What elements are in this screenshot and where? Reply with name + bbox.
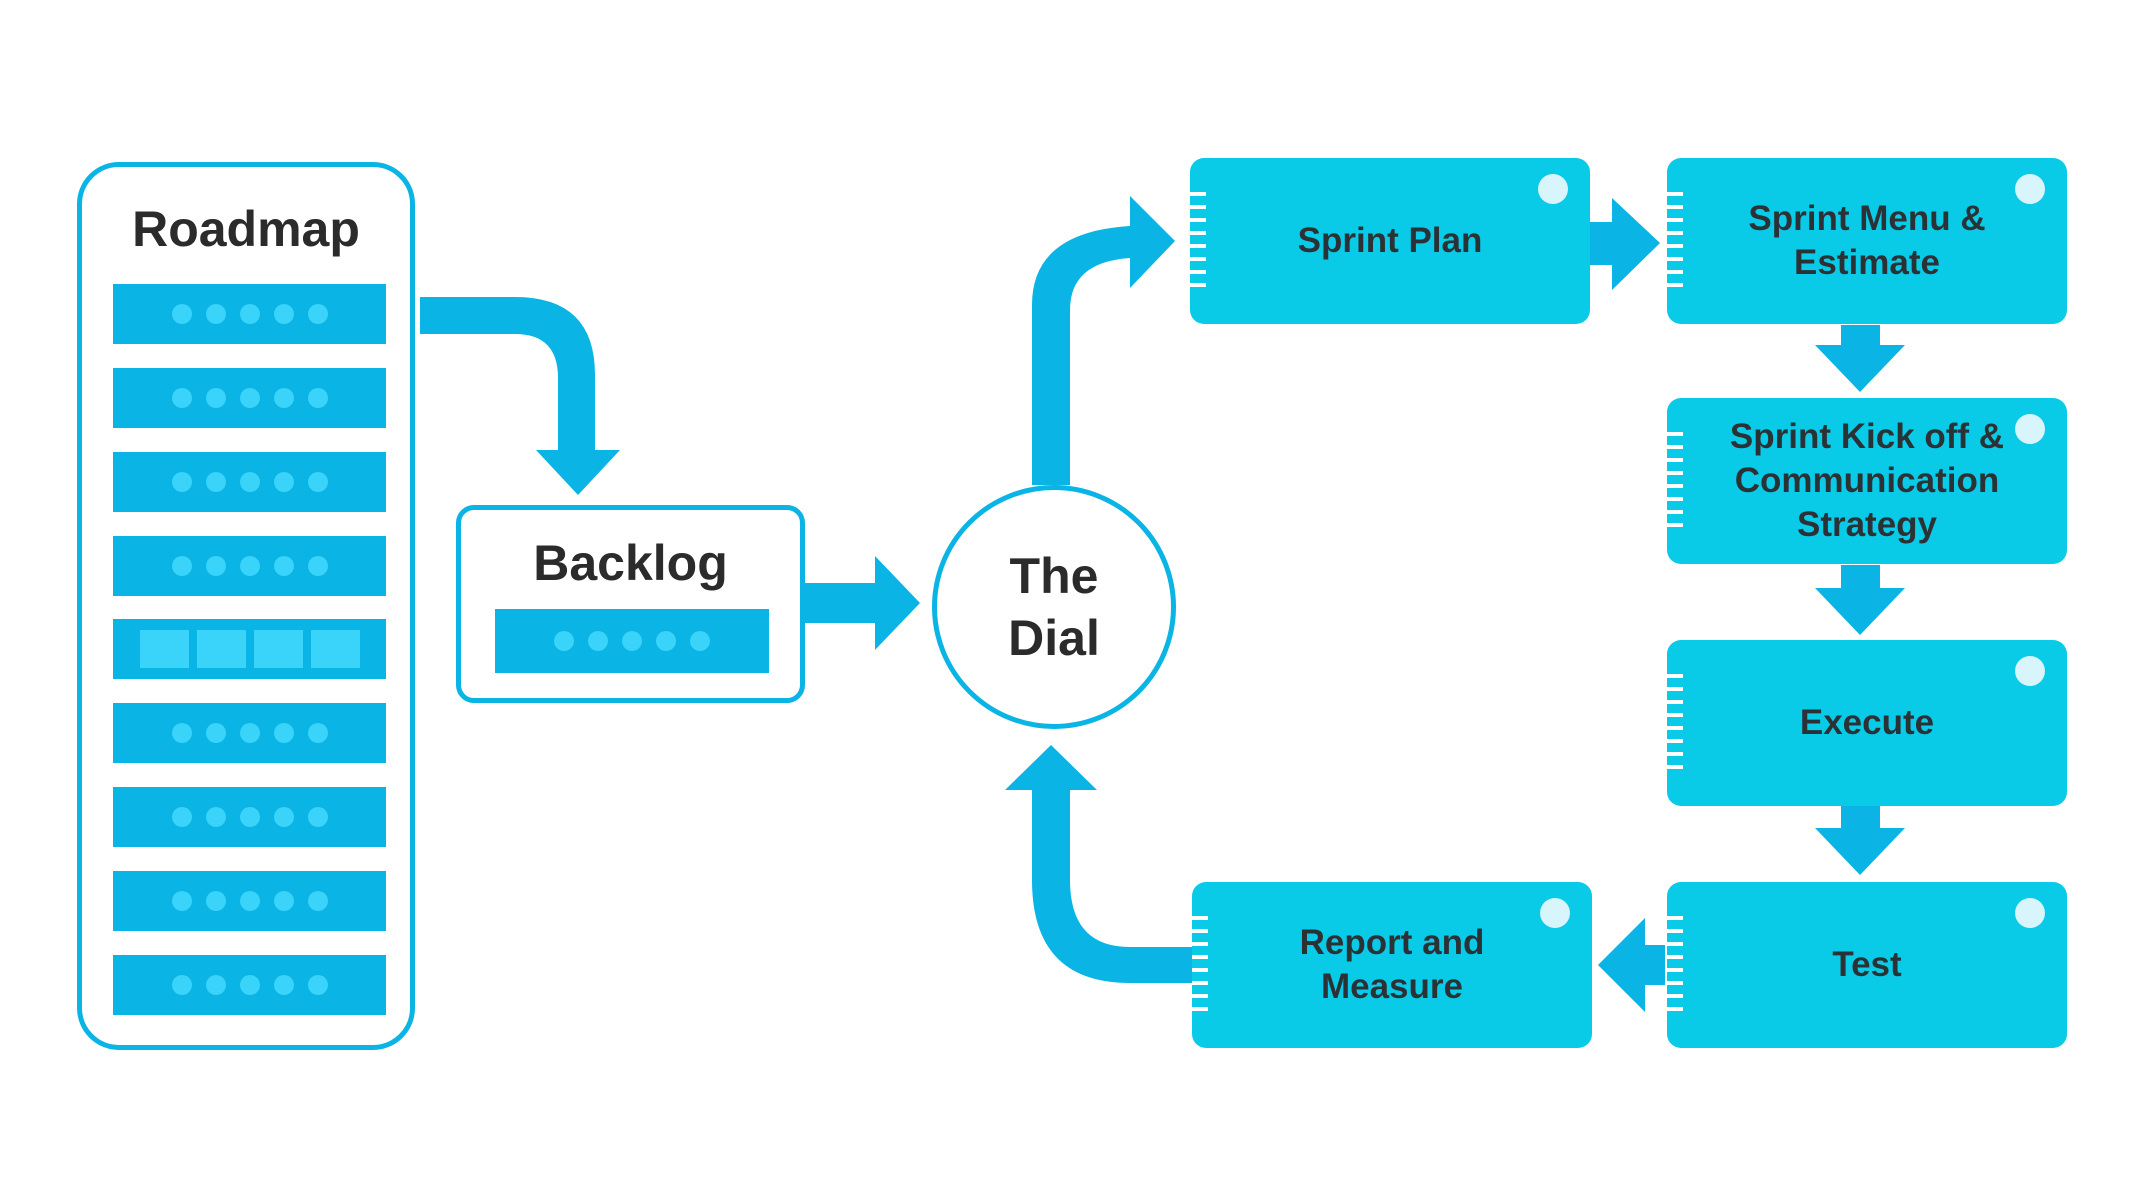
kickoff-box: Sprint Kick off & Communication Strategy bbox=[1667, 398, 2067, 564]
roadmap-item bbox=[113, 787, 386, 847]
report-label-line2: Measure bbox=[1320, 967, 1463, 1006]
backlog-item bbox=[495, 609, 769, 673]
test-label: Test bbox=[1832, 945, 1902, 984]
dial-label-line1: The bbox=[1009, 548, 1099, 604]
test-to-report-arrow bbox=[1598, 918, 1665, 1012]
plan-to-menu-arrow bbox=[1590, 198, 1660, 290]
roadmap-title: Roadmap bbox=[132, 201, 360, 257]
roadmap-item-selected bbox=[113, 619, 386, 679]
kickoff-to-execute-arrow bbox=[1815, 565, 1905, 635]
execute-label: Execute bbox=[1799, 703, 1935, 742]
box-indicator bbox=[2015, 174, 2045, 204]
execute-box: Execute bbox=[1667, 640, 2067, 806]
menu-to-kickoff-arrow bbox=[1815, 325, 1905, 392]
execute-to-test-arrow bbox=[1815, 806, 1905, 875]
dial-label-line2: Dial bbox=[1008, 610, 1100, 666]
box-indicator bbox=[1538, 174, 1568, 204]
box-indicator bbox=[2015, 414, 2045, 444]
sprint-menu-label-line1: Sprint Menu & bbox=[1748, 199, 1986, 238]
report-box: Report and Measure bbox=[1192, 882, 1592, 1048]
sprint-plan-box: Sprint Plan bbox=[1190, 158, 1590, 324]
roadmap-item bbox=[113, 368, 386, 428]
test-box: Test bbox=[1667, 882, 2067, 1048]
backlog-title: Backlog bbox=[533, 535, 728, 591]
kickoff-label-line1: Sprint Kick off & bbox=[1729, 417, 2005, 456]
report-to-dial-arrow bbox=[1005, 745, 1195, 983]
roadmap-item bbox=[113, 536, 386, 596]
box-indicator bbox=[2015, 656, 2045, 686]
box-indicator bbox=[1540, 898, 1570, 928]
roadmap-item bbox=[113, 955, 386, 1015]
roadmap-item bbox=[113, 703, 386, 763]
box-indicator bbox=[2015, 898, 2045, 928]
sprint-plan-label: Sprint Plan bbox=[1297, 221, 1483, 260]
backlog-to-dial-arrow bbox=[800, 556, 920, 650]
report-label-line1: Report and bbox=[1299, 923, 1485, 962]
roadmap-item bbox=[113, 284, 386, 344]
sprint-menu-label-line2: Estimate bbox=[1794, 243, 1940, 282]
roadmap-item bbox=[113, 871, 386, 931]
roadmap-item bbox=[113, 452, 386, 512]
sprint-menu-box: Sprint Menu & Estimate bbox=[1667, 158, 2067, 324]
kickoff-label-line2: Communication bbox=[1734, 461, 2000, 500]
kickoff-label-line3: Strategy bbox=[1796, 505, 1938, 544]
the-dial: The Dial bbox=[932, 485, 1176, 729]
roadmap-to-backlog-arrow bbox=[420, 297, 620, 495]
dial-to-sprint-plan-arrow bbox=[1032, 196, 1175, 485]
